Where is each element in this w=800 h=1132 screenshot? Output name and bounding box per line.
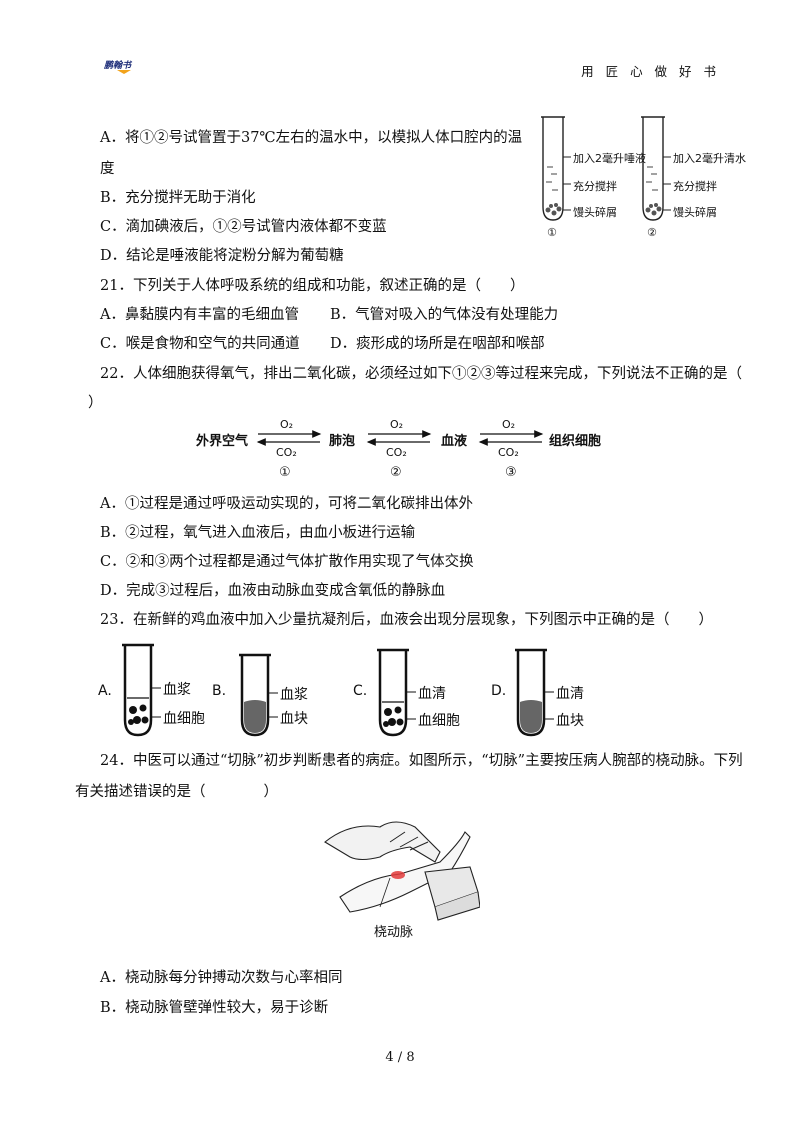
q23-choice-c-bottom: 血细胞 <box>418 713 460 729</box>
tube1-stir-label: 充分搅拌 <box>573 180 617 193</box>
tube2-crumbs-label: 馒头碎屑 <box>673 206 717 219</box>
q21-option-b: B．气管对吸入的气体没有处理能力 <box>330 307 559 323</box>
q22-flow-arrows <box>256 430 544 446</box>
q23-choice-a-letter: A. <box>98 683 112 699</box>
q21-option-d: D．痰形成的场所是在咽部和喉部 <box>330 336 545 352</box>
radial-artery-label: 桡动脉 <box>374 925 414 940</box>
tube-b <box>239 653 278 737</box>
q23-choice-b-letter: B. <box>212 683 227 699</box>
tube2-number: ② <box>647 226 657 239</box>
tube2-stir-label: 充分搅拌 <box>673 180 717 193</box>
flow-co2-label-1: CO₂ <box>276 446 297 459</box>
q23-choice-c-letter: C. <box>353 683 368 699</box>
q20-option-a: A．将①②号试管置于37℃左右的温水中，以模拟人体口腔内的温 <box>100 130 523 146</box>
flow-o2-label-3: O₂ <box>502 418 516 431</box>
flow-node-outside-air: 外界空气 <box>196 434 249 449</box>
q22-option-a: A．①过程是通过呼吸运动实现的，可将二氧化碳排出体外 <box>100 496 473 512</box>
q23-choice-b-bottom: 血块 <box>280 711 308 727</box>
header-slogan: 用 匠 心 做 好 书 <box>581 64 720 79</box>
flow-co2-label-3: CO₂ <box>498 446 519 459</box>
q22-option-c: C．②和③两个过程都是通过气体扩散作用实现了气体交换 <box>100 554 474 570</box>
q20-option-a-cont: 度 <box>100 161 115 177</box>
flow-node-alveoli: 肺泡 <box>329 434 356 449</box>
q20-option-d: D．结论是唾液能将淀粉分解为葡萄糖 <box>100 248 344 264</box>
pulse-taking-illustration <box>324 821 480 921</box>
q23-blood-tubes-figure <box>122 643 554 737</box>
tube1-number: ① <box>547 226 557 239</box>
q23-choice-d-letter: D. <box>491 683 507 699</box>
q22-option-b: B．②过程，氧气进入血液后，由血小板进行运输 <box>100 525 416 541</box>
test-tube-2 <box>641 116 671 221</box>
tube1-crumbs-label: 馒头碎屑 <box>573 206 617 219</box>
q23-stem: 23．在新鲜的鸡血液中加入少量抗凝剂后，血液会出现分层现象，下列图示中正确的是（… <box>100 612 713 628</box>
q22-stem: 22．人体细胞获得氧气，排出二氧化碳，必须经过如下①②③等过程来完成，下列说法不… <box>100 366 742 382</box>
q23-choice-d-top: 血清 <box>556 686 584 702</box>
flow-co2-label-2: CO₂ <box>386 446 407 459</box>
flow-o2-label-2: O₂ <box>390 418 404 431</box>
q24-option-a: A．桡动脉每分钟搏动次数与心率相同 <box>100 970 343 986</box>
q23-choice-d-bottom: 血块 <box>556 713 584 729</box>
q20-option-c: C．滴加碘液后，①②号试管内液体都不变蓝 <box>100 219 387 235</box>
flow-step-3: ③ <box>505 465 517 480</box>
q20-option-b: B．充分搅拌无助于消化 <box>100 190 256 206</box>
tube-d <box>515 648 554 737</box>
page-number: 4 / 8 <box>385 1050 415 1065</box>
publisher-logo: 鹏翰书 <box>103 58 145 74</box>
tube2-add-label: 加入2毫升清水 <box>673 152 746 165</box>
q20-test-tube-figure <box>541 116 671 221</box>
q21-option-c: C．喉是食物和空气的共同通道 <box>100 336 300 352</box>
tube-c <box>377 648 416 737</box>
q23-choice-a-top: 血浆 <box>163 682 191 698</box>
tube-a <box>122 643 161 737</box>
svg-text:鹏翰书: 鹏翰书 <box>103 60 133 71</box>
q23-choice-c-top: 血清 <box>418 686 446 702</box>
tube1-add-label: 加入2毫升唾液 <box>573 152 646 165</box>
q21-stem: 21．下列关于人体呼吸系统的组成和功能，叙述正确的是（ ） <box>100 278 525 294</box>
flow-node-blood: 血液 <box>441 434 468 449</box>
flow-o2-label-1: O₂ <box>280 418 294 431</box>
test-tube-1 <box>541 116 571 221</box>
flow-step-1: ① <box>279 465 291 480</box>
q22-option-d: D．完成③过程后，血液由动脉血变成含氧低的静脉血 <box>100 583 446 599</box>
q24-stem-cont: 有关描述错误的是（ ） <box>75 784 278 800</box>
q22-stem-cont: ） <box>88 395 103 411</box>
q24-stem: 24．中医可以通过“切脉”初步判断患者的病症。如图所示，“切脉”主要按压病人腕部… <box>100 753 743 769</box>
flow-step-2: ② <box>390 465 402 480</box>
q21-option-a: A．鼻黏膜内有丰富的毛细血管 <box>100 307 299 323</box>
flow-node-tissue-cells: 组织细胞 <box>549 434 602 449</box>
q24-option-b: B．桡动脉管壁弹性较大，易于诊断 <box>100 1000 329 1016</box>
q23-choice-b-top: 血浆 <box>280 687 308 703</box>
q23-choice-a-bottom: 血细胞 <box>163 711 205 727</box>
